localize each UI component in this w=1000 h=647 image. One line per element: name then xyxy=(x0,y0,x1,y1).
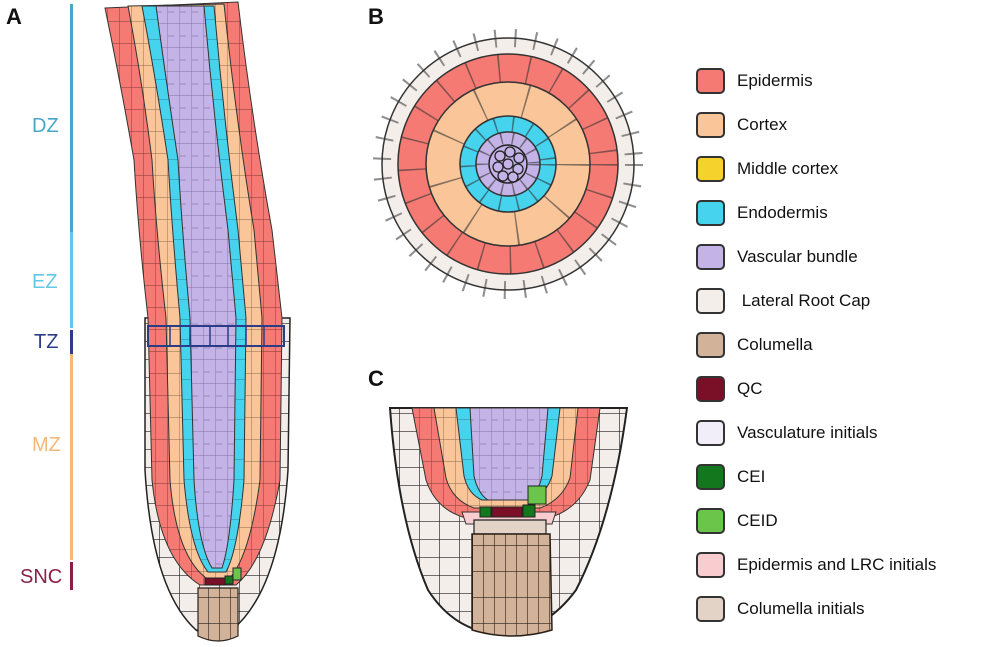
legend-swatch xyxy=(696,332,725,358)
panel-label-b: B xyxy=(368,4,384,29)
legend-swatch xyxy=(696,244,725,270)
legend-item-endodermis: Endodermis xyxy=(696,198,828,228)
legend-item-columella-initials: Columella initials xyxy=(696,594,865,624)
legend-label: Epidermis xyxy=(737,71,813,90)
columella-c xyxy=(471,533,553,637)
panel-label-c: C xyxy=(368,366,384,391)
qc-c xyxy=(491,506,523,518)
legend-swatch xyxy=(696,596,725,622)
legend-swatch xyxy=(696,68,725,94)
legend-label: Endodermis xyxy=(737,203,828,222)
legend-label: Vasculature initials xyxy=(737,423,878,442)
panel-label-a: A xyxy=(6,4,22,29)
legend-item-lateral-root-cap: Lateral Root Cap xyxy=(696,286,870,316)
ceid-c xyxy=(527,485,547,505)
legend-label: CEI xyxy=(737,467,766,486)
zone-bar-dz xyxy=(70,4,73,232)
cei-c-left xyxy=(479,506,492,518)
cei-a xyxy=(224,575,234,585)
zone-bar-ez xyxy=(70,232,73,328)
legend-label: Columella initials xyxy=(737,599,865,618)
zone-label-mz: MZ xyxy=(32,434,61,456)
vascular-core-cells xyxy=(492,146,525,183)
legend-item-ceid: CEID xyxy=(696,506,778,536)
legend-item-epidermis-lrc-initials: Epidermis and LRC initials xyxy=(696,550,936,580)
legend-swatch xyxy=(696,420,725,446)
legend-swatch xyxy=(696,200,725,226)
panel-c-root-tip xyxy=(388,407,629,637)
legend-swatch xyxy=(696,552,725,578)
zone-label-tz: TZ xyxy=(34,331,59,353)
legend-label: Epidermis and LRC initials xyxy=(737,555,937,574)
zone-label-dz: DZ xyxy=(32,115,59,137)
legend-label: QC xyxy=(737,379,763,398)
legend-item-middle-cortex: Middle cortex xyxy=(696,154,838,184)
legend-item-cortex: Cortex xyxy=(696,110,787,140)
legend-swatch xyxy=(696,376,725,402)
legend-label: Vascular bundle xyxy=(737,247,858,266)
legend-swatch xyxy=(696,508,725,534)
zone-bar-snc xyxy=(70,562,73,590)
transition-zone-band xyxy=(147,325,285,347)
panel-b-cross-section xyxy=(373,29,643,299)
legend-item-vascular-bundle: Vascular bundle xyxy=(696,242,858,272)
vascular-bundle-a xyxy=(155,5,237,569)
zone-bar-tz xyxy=(70,330,73,354)
legend-label: Columella xyxy=(737,335,813,354)
legend-swatch xyxy=(696,112,725,138)
legend-item-vasculature-initials: Vasculature initials xyxy=(696,418,877,448)
legend-label: Middle cortex xyxy=(737,159,839,178)
columella-a xyxy=(197,587,239,642)
cei-c-right xyxy=(522,504,536,518)
legend-swatch xyxy=(696,464,725,490)
ceid-a xyxy=(232,567,242,581)
legend-label: Lateral Root Cap xyxy=(737,291,871,310)
legend-label: CEID xyxy=(737,511,778,530)
zone-bar-mz xyxy=(70,354,73,560)
legend-item-qc: QC xyxy=(696,374,763,404)
qc-a xyxy=(204,577,226,586)
legend-swatch xyxy=(696,156,725,182)
legend-swatch xyxy=(696,288,725,314)
legend-item-cei: CEI xyxy=(696,462,765,492)
zone-label-snc: SNC xyxy=(20,566,63,588)
zone-label-ez: EZ xyxy=(32,271,58,293)
panel-a-root xyxy=(104,1,291,642)
legend-item-columella: Columella xyxy=(696,330,813,360)
columella-initials-c xyxy=(473,519,547,535)
legend-label: Cortex xyxy=(737,115,788,134)
legend-item-epidermis: Epidermis xyxy=(696,66,813,96)
